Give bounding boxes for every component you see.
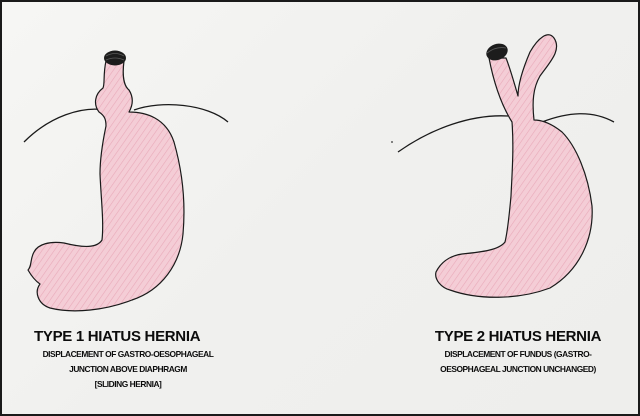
type1-desc-line: JUNCTION ABOVE DIAPHRAGM bbox=[8, 362, 248, 377]
stray-dot bbox=[391, 141, 393, 143]
type1-description: DISPLACEMENT OF GASTRO-OESOPHAGEAL JUNCT… bbox=[8, 347, 248, 392]
type2-stomach bbox=[436, 35, 592, 297]
type2-title: TYPE 2 HIATUS HERNIA bbox=[394, 328, 640, 345]
type1-figure bbox=[24, 51, 228, 311]
type2-desc-line: OESOPHAGEAL JUNCTION UNCHANGED) bbox=[394, 362, 640, 377]
type1-title: TYPE 1 HIATUS HERNIA bbox=[8, 328, 248, 345]
type1-stomach bbox=[28, 61, 184, 311]
type1-desc-line: [SLIDING HERNIA] bbox=[8, 377, 248, 392]
type2-caption: TYPE 2 HIATUS HERNIA DISPLACEMENT OF FUN… bbox=[394, 328, 640, 377]
type1-caption: TYPE 1 HIATUS HERNIA DISPLACEMENT OF GAS… bbox=[8, 328, 248, 392]
type1-desc-line: DISPLACEMENT OF GASTRO-OESOPHAGEAL bbox=[8, 347, 248, 362]
type2-figure bbox=[398, 35, 614, 297]
type2-desc-line: DISPLACEMENT OF FUNDUS (GASTRO- bbox=[394, 347, 640, 362]
type2-diaphragm bbox=[398, 114, 614, 152]
type2-description: DISPLACEMENT OF FUNDUS (GASTRO- OESOPHAG… bbox=[394, 347, 640, 377]
